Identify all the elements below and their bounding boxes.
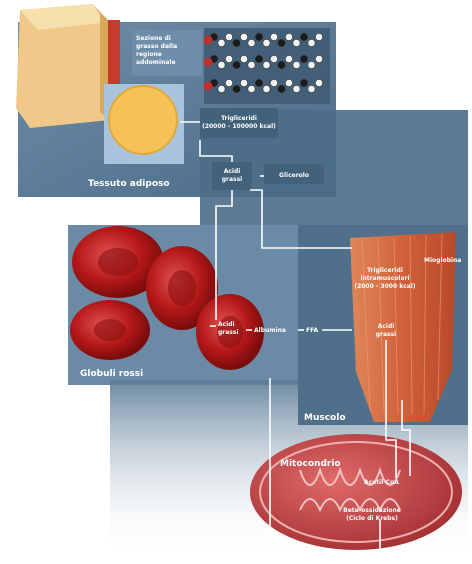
molecule-atom [240, 79, 247, 86]
mtText-line: intramuscolari [360, 275, 409, 282]
molecule-atom [293, 85, 300, 92]
molecule-atom [300, 33, 307, 40]
mtText-line: Trigliceridi [367, 267, 403, 274]
mfaText-line: Acidi [378, 323, 395, 330]
tissue-label: Tessuto adiposo [88, 179, 170, 189]
molecule-atom [225, 79, 232, 86]
mtText-line: (2000 - 3000 kcal) [354, 283, 416, 290]
faText-line: Acidi [224, 168, 241, 175]
molecule-atom [255, 79, 262, 86]
molecule-head [204, 36, 213, 45]
molecule-atom [315, 55, 322, 62]
molecule-atom [308, 85, 315, 92]
molecule-head [204, 82, 213, 91]
molecule-atom [285, 55, 292, 62]
boText-line: (Ciclo di Krebs) [346, 515, 398, 522]
molecule-atom [308, 39, 315, 46]
beta-ox-label: Beta-ossidazione(Ciclo di Krebs) [343, 507, 401, 522]
molecule-atom [300, 55, 307, 62]
bfaText-line: Acidi [218, 321, 235, 328]
molecule-atom [225, 55, 232, 62]
molecule-atom [270, 79, 277, 86]
bfaText-line: grassi [218, 329, 239, 336]
molecule-atom [285, 33, 292, 40]
molecule-atom [308, 61, 315, 68]
glycerol-label: Glicerolo [279, 172, 309, 179]
molecule-atom [263, 61, 270, 68]
molecule-atom [225, 33, 232, 40]
faText-line: grassi [222, 176, 243, 183]
molecule-atom [248, 61, 255, 68]
molecule-atom [248, 85, 255, 92]
mitochondrion-label: Mitocondrio [280, 459, 341, 469]
molecule-atom [218, 61, 225, 68]
trigText-line: (20000 - 100000 kcal) [202, 123, 276, 130]
molecule-atom [278, 61, 285, 68]
molecule-atom [255, 55, 262, 62]
muscle-label: Muscolo [304, 413, 346, 423]
molecule-atom [240, 55, 247, 62]
adipocyte-cell [104, 84, 184, 164]
mitochondrion [250, 434, 462, 550]
ffa-label: FFA [306, 327, 319, 334]
molecule-head [204, 58, 213, 67]
mfaText-line: grassi [376, 331, 397, 338]
albumin-label: Albumina [254, 327, 286, 334]
fatCellText-line: Sezione di [136, 35, 171, 42]
molecule-atom [233, 61, 240, 68]
molecule-atom [270, 33, 277, 40]
fatCellText-line: regione [136, 51, 162, 58]
molecule-atom [263, 39, 270, 46]
molecule-atom [240, 33, 247, 40]
molecule-atom [285, 79, 292, 86]
blood-label: Globuli rossi [80, 369, 143, 379]
molecule-atom [278, 39, 285, 46]
molecule-atom [315, 79, 322, 86]
molecule-atom [300, 79, 307, 86]
molecule-atom [233, 85, 240, 92]
molecule-atom [218, 39, 225, 46]
molecule-atom [218, 85, 225, 92]
triglyceride-molecule [204, 28, 331, 104]
molecule-atom [270, 55, 277, 62]
molecule-atom [248, 39, 255, 46]
acetyl-label: Acetil-CoA [364, 479, 399, 486]
molecule-atom [278, 85, 285, 92]
molecule-atom [315, 33, 322, 40]
molecule-atom [255, 33, 262, 40]
molecule-atom [293, 39, 300, 46]
molecule-atom [233, 39, 240, 46]
fatCellText-line: grasso dalla [136, 43, 177, 50]
trigText-line: Trigliceridi [221, 115, 257, 122]
molecule-atom [263, 85, 270, 92]
myoglobin-label: Mioglobina [424, 257, 461, 264]
fatCellText-line: addominale [136, 59, 176, 66]
molecule-atom [293, 61, 300, 68]
boText-line: Beta-ossidazione [343, 507, 401, 514]
